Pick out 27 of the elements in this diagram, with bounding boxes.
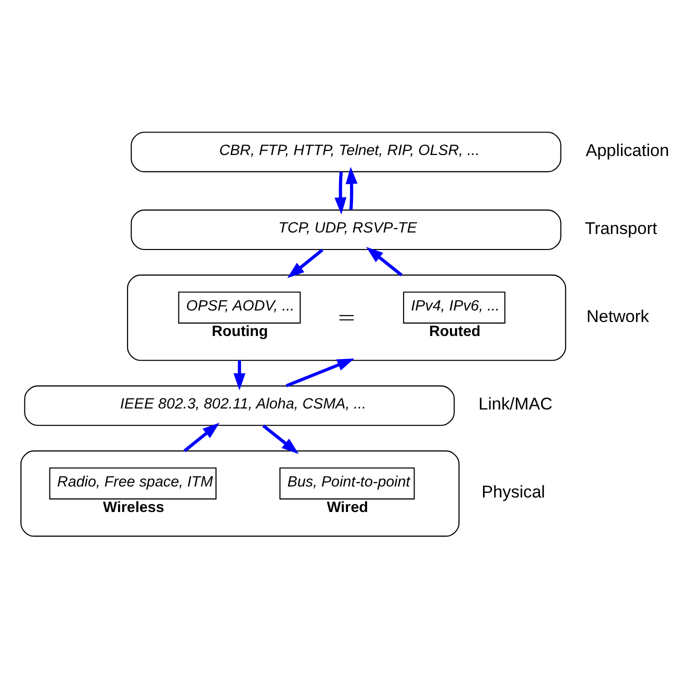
- arrow: [334, 172, 346, 215]
- node-label: Routed: [429, 323, 481, 340]
- cluster: [20, 450, 460, 537]
- arrow: [286, 358, 354, 388]
- node-label: Link/MAC: [478, 394, 552, 414]
- node-label: Application: [586, 141, 670, 160]
- connector: [339, 315, 354, 320]
- node-label: Transport: [584, 218, 658, 238]
- node-box: Radio, Free space, ITM: [49, 467, 217, 500]
- node-label: Routing: [212, 323, 268, 340]
- node-label: Network: [586, 306, 650, 326]
- arrow: [262, 424, 299, 454]
- node-box: IEEE 802.3, 802.11, Aloha, CSMA, ...: [24, 385, 455, 426]
- arrow: [346, 166, 358, 210]
- node-box: TCP, UDP, RSVP-TE: [130, 210, 562, 250]
- node-box: Bus, Point-to-point: [279, 467, 415, 500]
- arrow: [287, 248, 324, 278]
- cluster: [127, 274, 566, 361]
- node-label: Wireless: [103, 498, 164, 516]
- node-label: Physical: [482, 482, 546, 502]
- node-box: OPSF, AODV, ...: [178, 292, 301, 324]
- arrow: [366, 246, 403, 276]
- node-box: IPv4, IPv6, ...: [403, 292, 506, 324]
- node-label: Wired: [326, 498, 368, 516]
- arrow: [233, 360, 246, 390]
- node-box: CBR, FTP, HTTP, Telnet, RIP, OLSR, ...: [130, 132, 562, 172]
- arrow: [184, 422, 220, 452]
